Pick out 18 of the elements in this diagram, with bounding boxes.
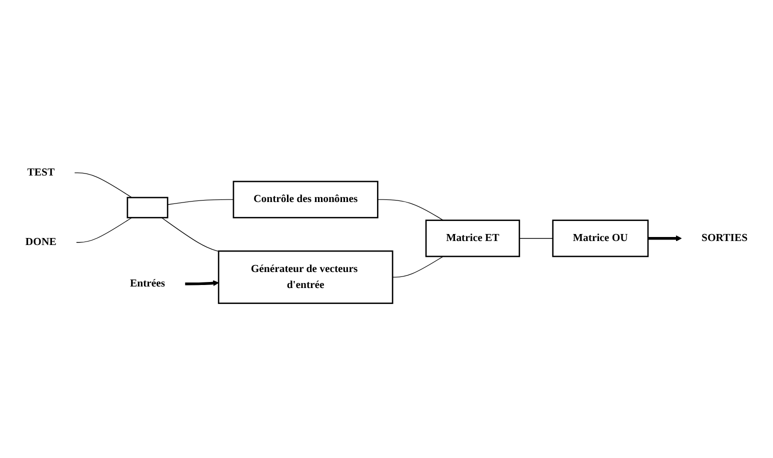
connector <box>167 199 234 205</box>
connector <box>161 217 219 252</box>
node-box: Matrice ET <box>425 220 520 258</box>
node-text: SORTIES <box>702 232 748 244</box>
node-box: Contrôle des monômes <box>232 180 378 218</box>
arrow <box>648 235 682 242</box>
node-text: Entrées <box>130 278 166 290</box>
node-box <box>126 196 168 218</box>
connector <box>392 256 444 278</box>
connector <box>377 199 444 221</box>
connector <box>76 217 132 243</box>
node-box: Générateur de vecteurs d'entrée <box>218 250 394 304</box>
node-box: Matrice OU <box>552 220 649 258</box>
node-text: DONE <box>25 236 56 248</box>
node-text: TEST <box>27 166 55 178</box>
connector <box>74 172 132 198</box>
arrow <box>185 280 219 286</box>
connector <box>519 238 554 239</box>
